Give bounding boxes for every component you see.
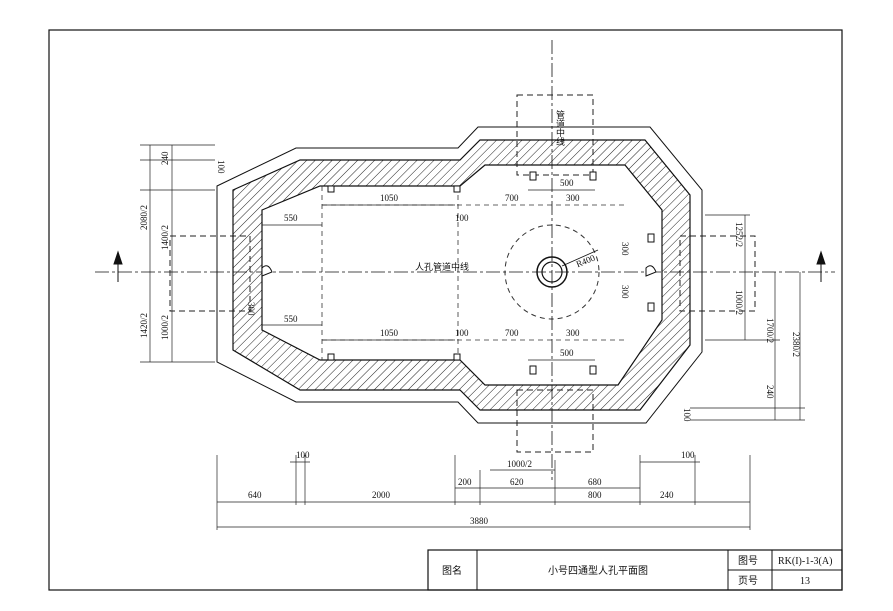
svg-text:1252/2: 1252/2 (734, 222, 744, 247)
page-label: 页号 (738, 575, 758, 587)
bottom-inner-dimensions: 550 1050 100 700 300 500 (284, 314, 580, 358)
outer-envelope (216, 126, 703, 424)
svg-text:3880: 3880 (470, 516, 489, 526)
inner-dashed (321, 186, 625, 360)
svg-text:620: 620 (510, 477, 524, 487)
svg-text:200: 200 (458, 477, 472, 487)
svg-text:100: 100 (455, 328, 469, 338)
svg-text:680: 680 (588, 477, 602, 487)
svg-text:2080/2: 2080/2 (139, 205, 149, 230)
svg-text:1700/2: 1700/2 (765, 318, 775, 343)
svg-text:300: 300 (566, 193, 580, 203)
svg-text:100: 100 (682, 408, 692, 422)
svg-text:640: 640 (248, 490, 262, 500)
svg-text:100: 100 (455, 213, 469, 223)
section-arrows (113, 250, 826, 282)
svg-text:1050: 1050 (380, 328, 399, 338)
svg-text:100: 100 (681, 450, 695, 460)
title-block-frame (427, 549, 843, 591)
page-no: 13 (800, 576, 810, 587)
radius-label: R400 (575, 252, 597, 269)
fixtures (261, 171, 657, 375)
svg-text:100: 100 (296, 450, 310, 460)
svg-text:1400/2: 1400/2 (160, 225, 170, 250)
bottom-dimensions: 640 100 2000 3880 200 620 1000/2 680 100… (248, 450, 695, 526)
svg-text:240: 240 (765, 385, 775, 399)
svg-text:550: 550 (284, 213, 298, 223)
svg-text:240: 240 (660, 490, 674, 500)
pipe-centerline-label: 管道中线 (555, 109, 565, 146)
svg-text:500: 500 (560, 348, 574, 358)
svg-text:800: 800 (588, 490, 602, 500)
svg-text:700: 700 (505, 328, 519, 338)
svg-text:700: 700 (505, 193, 519, 203)
svg-text:1050: 1050 (380, 193, 399, 203)
svg-text:2000: 2000 (372, 490, 391, 500)
svg-text:300: 300 (620, 285, 630, 299)
svg-text:1000/2: 1000/2 (507, 459, 532, 469)
svg-text:1000/2: 1000/2 (734, 290, 744, 315)
drawing-no-label: 图号 (738, 555, 758, 567)
svg-text:550: 550 (284, 314, 298, 324)
svg-text:1000/2: 1000/2 (160, 315, 170, 340)
drawing-name: 小号四通型人孔平面图 (548, 564, 648, 577)
svg-text:300: 300 (566, 328, 580, 338)
sheet-border (48, 29, 843, 591)
svg-text:300: 300 (620, 242, 630, 256)
svg-text:100: 100 (216, 160, 226, 174)
left-dimensions: 100 240 2080/2 1400/2 300 1000/2 1420/2 (139, 151, 256, 340)
radius-leader (561, 249, 599, 267)
svg-text:300: 300 (246, 302, 256, 316)
svg-text:1420/2: 1420/2 (139, 313, 149, 338)
right-dimensions: 1252/2 300 300 1000/2 1700/2 2380/2 240 … (620, 222, 801, 422)
top-inner-dimensions: 550 1050 100 700 300 500 (284, 178, 580, 223)
svg-text:240: 240 (160, 151, 170, 165)
drawing-name-label: 图名 (442, 564, 462, 577)
dimension-lines (140, 144, 805, 530)
manhole-centerline-label: 人孔管道中线 (415, 261, 469, 272)
manhole-wall (232, 139, 691, 411)
drawing-no: RK(I)-1-3(A) (778, 556, 832, 567)
svg-text:2380/2: 2380/2 (791, 332, 801, 357)
svg-text:500: 500 (560, 178, 574, 188)
